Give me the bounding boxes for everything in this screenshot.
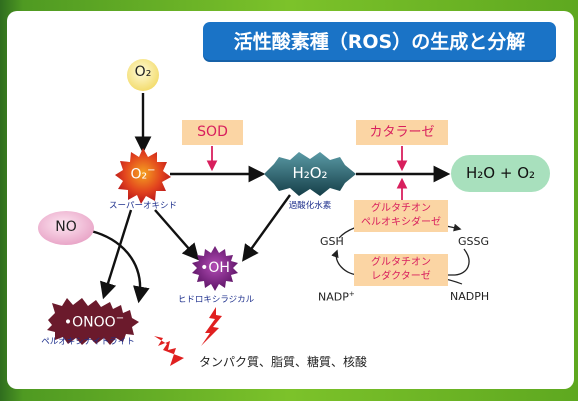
glutathione-reductase-box: グルタチオン レダクターゼ xyxy=(354,254,448,286)
gr-label-line1: グルタチオン xyxy=(371,257,431,268)
arrow-no-to-onoo xyxy=(90,229,150,304)
peroxynitrite-node xyxy=(47,298,139,345)
diagram-title: 活性酸素種（ROS）の生成と分解 xyxy=(203,22,556,62)
arrow-superoxide-to-oh xyxy=(154,209,200,261)
superoxide-symbol: O₂− xyxy=(126,165,160,183)
peroxynitrite-formula-text: •ONOO xyxy=(63,314,116,331)
superoxide-starburst xyxy=(115,148,171,204)
sod-enzyme-box: SOD xyxy=(182,120,243,145)
water-oxygen-label: H₂O + O₂ xyxy=(465,164,536,182)
gssg-label: GSSG xyxy=(458,235,490,248)
oxygen-label: O₂ xyxy=(134,64,152,80)
oxygen-node xyxy=(127,59,159,91)
water-oxygen-node xyxy=(451,155,550,192)
nadp-label: NADP+ xyxy=(318,290,355,304)
damage-targets-label: タンパク質、脂質、糖質、核酸 xyxy=(199,355,368,369)
superoxide-label: スーパーオキシド xyxy=(109,201,177,211)
hydroxyl-radical-label: ヒドロキシラジカル xyxy=(177,295,255,305)
sod-label: SOD xyxy=(197,124,228,140)
lightning-bolt-icon xyxy=(201,307,222,346)
gpx-label-line1: グルタチオン xyxy=(371,203,431,214)
hydrogen-peroxide-node xyxy=(264,152,356,196)
arrow-h2o2-to-oh xyxy=(242,194,291,262)
hydroxyl-radical-starburst xyxy=(192,246,238,291)
arrow-superoxide-to-onoo xyxy=(100,209,133,300)
nitric-oxide-label: NO xyxy=(55,219,77,235)
catalase-enzyme-box: カタラーゼ xyxy=(356,120,448,145)
gpx-label-line2: ペルオキシダーゼ xyxy=(361,217,441,228)
catalase-label: カタラーゼ xyxy=(369,125,435,140)
superoxide-formula: O₂ xyxy=(130,166,148,183)
hydrogen-peroxide-formula: H₂O₂ xyxy=(292,164,328,182)
superoxide-charge: − xyxy=(147,165,156,176)
lightning-bolt-icon xyxy=(154,336,184,366)
nitric-oxide-node xyxy=(38,211,94,245)
nadp-text: NADP xyxy=(318,290,349,304)
gr-label-line2: レダクターゼ xyxy=(371,271,431,282)
hydrogen-peroxide-label: 過酸化水素 xyxy=(288,201,332,211)
glutathione-peroxidase-box: グルタチオン ペルオキシダーゼ xyxy=(354,200,448,232)
peroxynitrite-label: ペルオキシナイトライト xyxy=(41,337,135,347)
gsh-label: GSH xyxy=(320,235,344,248)
nadph-label: NADPH xyxy=(450,290,490,303)
peroxynitrite-charge: − xyxy=(115,313,125,324)
hydroxyl-radical-formula: •OH xyxy=(200,260,230,276)
peroxynitrite-formula: •ONOO− xyxy=(54,313,134,331)
nadp-superscript: + xyxy=(348,290,355,298)
